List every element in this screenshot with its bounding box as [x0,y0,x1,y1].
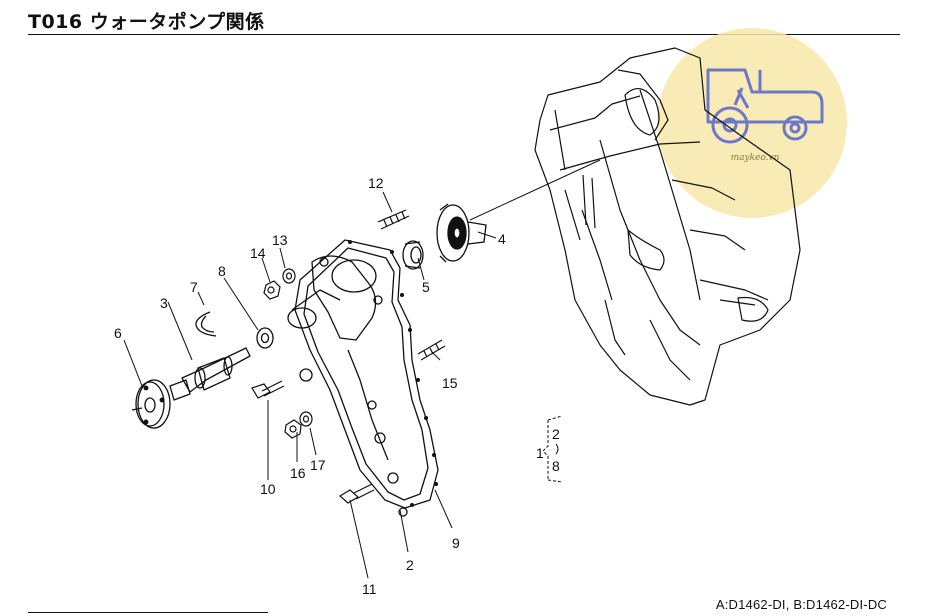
pump-gasket [294,239,439,509]
footer-rule [28,612,268,613]
callout-10: 10 [260,481,276,497]
circlip-7 [195,311,217,337]
callout-5: 5 [422,279,430,295]
washer-13 [282,268,296,284]
page-title: T016 ウォータポンプ関係 [28,11,265,33]
washer-17 [299,411,313,427]
legend-lower: 8 [552,458,560,474]
callout-17: 17 [310,457,326,473]
nut-16 [284,419,302,439]
callout-labels: 12 4 5 13 14 8 7 3 6 15 10 16 17 9 2 11 [114,175,506,597]
pulley-flange-6 [131,379,171,429]
bolt-11 [338,483,375,504]
watermark-text: maykeo.vn [731,153,780,163]
assembly-group-legend: 1 2 8 [536,415,563,483]
bolt-10 [251,380,285,399]
tractor-icon [706,68,824,144]
impeller-part [436,203,487,263]
callout-16: 16 [290,465,306,481]
gasket-bolt-holes [348,240,438,507]
callout-13: 13 [272,232,288,248]
callout-6: 6 [114,325,122,341]
leader-lines [123,159,601,579]
stud-bolt-12 [377,209,410,230]
watermark-logo: maykeo.vn [657,28,847,218]
callout-2: 2 [406,557,414,573]
legend-upper: 2 [552,426,560,442]
nut-14 [263,280,281,300]
callout-4: 4 [498,231,506,247]
callout-7: 7 [190,279,198,295]
callout-12: 12 [368,175,384,191]
callout-11: 11 [362,581,377,597]
callout-15: 15 [442,375,458,391]
callout-8: 8 [218,263,226,279]
legend-parent: 1 [536,445,544,461]
callout-9: 9 [452,535,460,551]
water-pump-body [287,239,439,517]
engine-block [534,47,801,406]
callout-14: 14 [250,245,266,261]
seal-part [402,240,424,270]
stud-bolt-15 [417,339,446,361]
shaft-bearing-3 [169,347,251,401]
callout-3: 3 [160,295,168,311]
model-footnote: A:D1462-DI, B:D1462-DI-DC [715,597,887,612]
washer-8 [256,327,274,349]
page-header: T016 ウォータポンプ関係 [28,4,900,35]
